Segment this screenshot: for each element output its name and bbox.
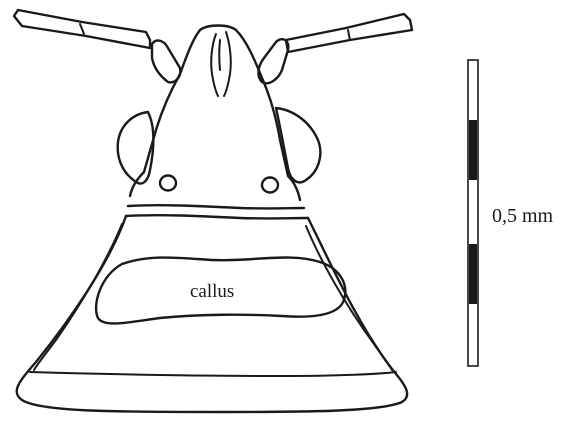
left-antennal-base bbox=[152, 41, 180, 83]
left-antenna bbox=[14, 10, 150, 48]
left-ocellus bbox=[160, 176, 176, 191]
right-antenna bbox=[286, 14, 412, 52]
tylus bbox=[211, 32, 231, 96]
scale-bar bbox=[468, 60, 478, 366]
right-ocellus bbox=[262, 178, 278, 193]
right-eye bbox=[276, 108, 320, 182]
scale-label: 0,5 mm bbox=[492, 205, 553, 228]
collar bbox=[128, 205, 304, 208]
head-outline bbox=[130, 26, 300, 201]
collar-lower bbox=[126, 215, 308, 218]
right-antennal-base bbox=[258, 39, 288, 83]
pronotum-posterior-margin bbox=[30, 372, 396, 376]
left-eye bbox=[118, 112, 154, 184]
callus-label: callus bbox=[190, 281, 234, 303]
